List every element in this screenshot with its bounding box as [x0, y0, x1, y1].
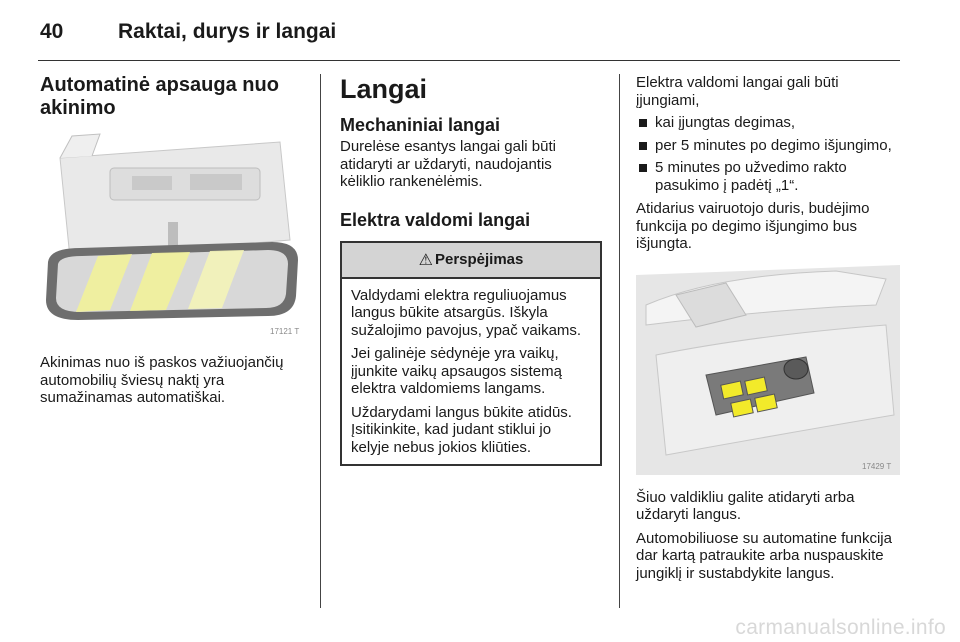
section-heading-anti-glare: Automatinė apsauga nuo akinimo [40, 74, 279, 119]
bullet-text: per 5 minutes po degimo išjungimo, [655, 136, 892, 154]
bullet-square-icon [639, 164, 647, 172]
power-windows-intro: Elektra valdomi langai gali būti įjungia… [636, 74, 839, 109]
warning-paragraph: Valdydami elektra reguliuojamus langus b… [351, 286, 582, 339]
warning-triangle-icon: ⚠ [418, 251, 433, 269]
bullet-square-icon [639, 141, 647, 150]
automatic-function-text: Automobiliuose su automatine funkcija da… [636, 529, 892, 582]
bullet-square-icon [639, 119, 647, 127]
figure-code: 17121 T [270, 327, 299, 336]
header-rule [38, 60, 900, 61]
figure-code: 17429 T [862, 462, 891, 471]
mirror-figure: 17121 T [40, 130, 304, 340]
column-divider-right [619, 74, 620, 608]
warning-box: ⚠ Perspėjimas Valdydami elektra reguliuo… [340, 240, 602, 466]
warning-title: Perspėjimas [434, 251, 524, 268]
page-title: Raktai, durys ir langai [118, 20, 337, 43]
bullet-text: 5 minutes po užvedimo rakto pasukimo į p… [655, 159, 847, 194]
subheading-manual-windows: Mechaniniai langai [340, 115, 501, 135]
column-divider-left [320, 74, 321, 608]
window-switch-figure: 17429 T [636, 264, 900, 475]
standby-off-text: Atidarius vairuotojo duris, budėjimo fun… [636, 200, 870, 252]
middle-column: Langai Mechaniniai langai Durelėse esant… [340, 74, 602, 466]
warning-paragraph: Jei galinėje sėdynėje yra vaikų, įjunkit… [351, 345, 562, 397]
warning-header: ⚠ Perspėjimas [342, 242, 600, 279]
page-number: 40 [40, 20, 64, 43]
switch-text: Šiuo valdikliu galite atidaryti arba užd… [636, 488, 855, 524]
warning-paragraph: Uždarydami langus būkite atidūs. Įsitiki… [351, 403, 572, 456]
left-column: Automatinė apsauga nuo akinimo 17121 T A… [40, 74, 306, 407]
list-item: kai įjungtas degimas, [636, 114, 908, 132]
list-item: 5 minutes po užvedimo rakto pasukimo į p… [636, 159, 885, 194]
manual-windows-text: Durelėse esantys langai gali būti atidar… [340, 138, 556, 190]
anti-glare-text: Akinimas nuo iš paskos važiuojančių auto… [40, 354, 284, 406]
list-item: per 5 minutes po degimo išjungimo, [636, 137, 908, 155]
subheading-power-windows: Elektra valdomi langai [340, 209, 531, 230]
bullet-text: kai įjungtas degimas, [655, 114, 796, 131]
right-column: Elektra valdomi langai gali būti įjungia… [636, 74, 908, 582]
watermark: carmanualsonline.info [735, 616, 946, 639]
section-title-windows: Langai [340, 74, 428, 104]
warning-body: Valdydami elektra reguliuojamus langus b… [342, 279, 600, 465]
